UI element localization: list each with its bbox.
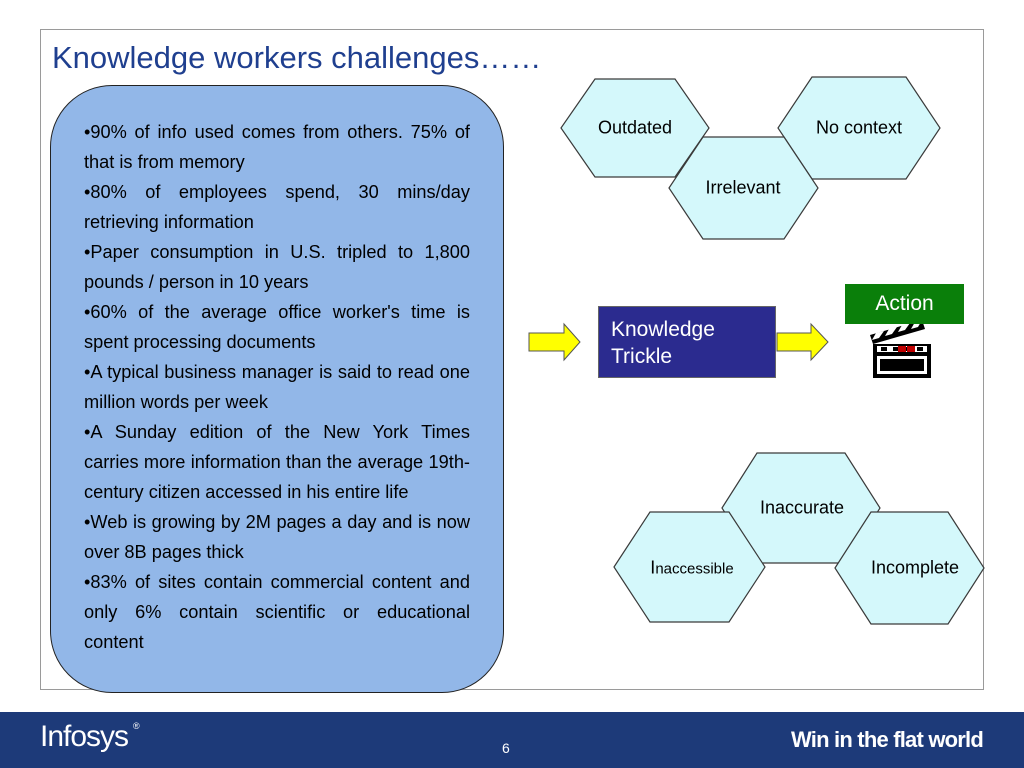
tagline: Win in the flat world [791,727,984,752]
fact-item: •60% of the average office worker's time… [84,302,470,352]
fact-item: •Web is growing by 2M pages a day and is… [84,512,470,562]
facts-panel [50,85,504,693]
fact-item: •83% of sites contain commercial content… [84,572,470,652]
hexagon-inaccessible [613,511,766,623]
right-arrow-icon [776,322,829,362]
inaccessible-rest: naccessible [655,560,734,578]
fact-item: •80% of employees spend, 30 mins/day ret… [84,182,470,232]
fact-item: •Paper consumption in U.S. tripled to 1,… [84,242,470,292]
page-number: 6 [502,740,510,756]
slide-frame [40,29,984,690]
hexagon-irrelevant-label: Irrelevant [705,177,781,198]
inaccessible-initial: I [650,557,656,578]
clapperboard-icon [870,320,931,378]
knowledge-line-2: Trickle [611,345,673,368]
knowledge-line-1: Knowledge [611,318,715,341]
fact-item: •90% of info used comes from others. 75%… [84,122,470,172]
fact-item: •A Sunday edition of the New York Times … [84,422,470,502]
right-arrow-icon [528,322,581,362]
footer-bar [0,712,1024,768]
action-box: Action [845,284,964,324]
hexagon-inaccessible-label: Inaccessible [650,558,733,579]
slide-title: Knowledge workers challenges…… [52,40,542,75]
hexagon-incomplete [834,511,985,625]
hexagon-incomplete-label: Incomplete [870,557,960,578]
facts-list: •90% of info used comes from others. 75%… [84,117,470,657]
knowledge-trickle-box: Knowledge Trickle [598,306,776,378]
hexagon-outdated [560,78,710,178]
hexagon-inaccurate-label: Inaccurate [759,497,845,518]
hexagon-outdated-label: Outdated [597,117,673,138]
infosys-logo: Infosys [40,720,129,753]
registered-mark: ® [133,721,140,731]
fact-item: •A typical business manager is said to r… [84,362,470,412]
hexagon-no-context-label: No context [815,117,903,138]
hexagon-irrelevant [668,136,819,240]
